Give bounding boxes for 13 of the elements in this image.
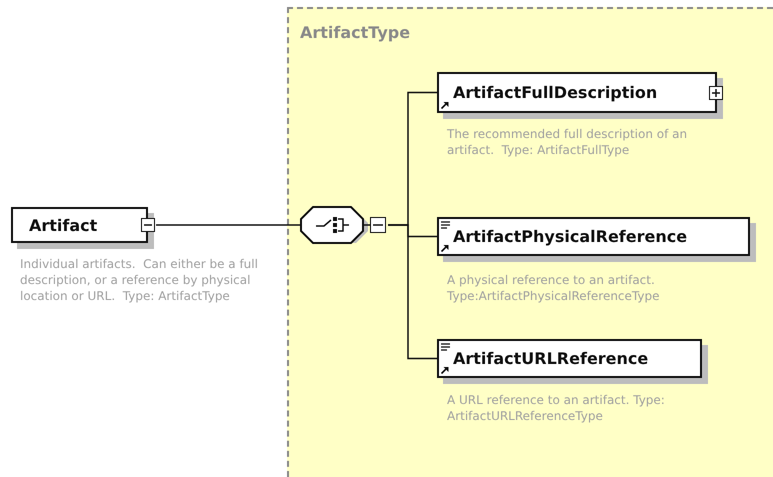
- description-text: A physical reference to an artifact. Type:ArtifactPhysicalReferenceType: [447, 272, 660, 304]
- element-name: Artifact: [29, 216, 98, 234]
- description-text: A URL reference to an artifact. Type: ArtifactURLReferenceType: [447, 392, 666, 424]
- sequence-compositor: [300, 205, 388, 245]
- type-group-band: [287, 7, 773, 477]
- element-name: ArtifactURLReference: [453, 349, 648, 368]
- element-name: ArtifactFullDescription: [453, 83, 658, 102]
- description-text: Individual artifacts. Can either be a full description, or a reference by physical location or URL. Type: ArtifactType: [20, 256, 259, 304]
- description-text: The recommended full description of an artifact. Type: ArtifactFullType: [447, 126, 688, 158]
- connector-line: [156, 224, 300, 226]
- element-name: ArtifactPhysicalReference: [453, 227, 688, 246]
- connector-line: [388, 224, 437, 360]
- group-title: ArtifactType: [300, 23, 410, 42]
